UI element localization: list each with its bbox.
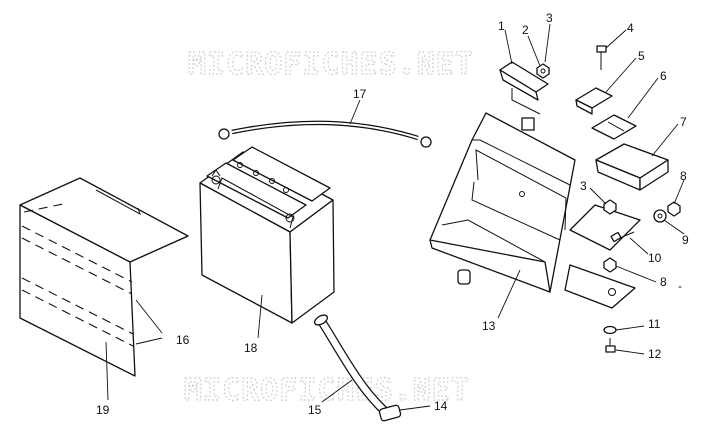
callout-3-middle: 3 (580, 179, 587, 193)
mount-bolt (610, 231, 635, 243)
callout-6: 6 (660, 69, 667, 83)
callout-3-top: 3 (546, 11, 553, 25)
leader-lines (105, 23, 685, 411)
battery-box (429, 112, 641, 309)
callout-8-upper: 8 (680, 169, 687, 183)
nut (536, 63, 550, 79)
callout-4: 4 (627, 21, 634, 35)
terminal-cover (575, 87, 613, 115)
callout-13: 13 (482, 319, 496, 333)
vent-tube (313, 314, 393, 419)
callout-16: 16 (176, 333, 190, 347)
callout-19: 19 (96, 403, 110, 417)
vent-tube-clip (378, 404, 402, 422)
fuse-holder (595, 143, 669, 191)
callout-8-lower-dash: - (678, 279, 682, 293)
battery-cable (218, 120, 432, 148)
callout-2: 2 (522, 23, 529, 37)
bolt (596, 45, 607, 70)
callout-8-lower: 8 (660, 275, 667, 289)
callout-1: 1 (498, 19, 505, 33)
positive-terminal-bracket (499, 61, 549, 115)
callout-18: 18 (244, 341, 258, 355)
watermark-bottom: MICROFICHES.NET (184, 373, 470, 408)
callout-12: 12 (648, 347, 662, 361)
callout-labels: 1 2 3 4 5 6 7 3 8 9 10 8 - 11 12 13 14 1… (96, 11, 689, 417)
callout-9: 9 (682, 233, 689, 247)
callout-14: 14 (434, 399, 448, 413)
callout-15: 15 (308, 403, 322, 417)
watermark-top: MICROFICHES.NET (188, 47, 474, 82)
battery-cover-shield (19, 177, 189, 377)
washer-and-bolt-bottom (603, 325, 617, 353)
callout-10: 10 (648, 251, 662, 265)
callout-11: 11 (648, 317, 661, 331)
callout-17: 17 (353, 87, 367, 101)
callout-5: 5 (638, 49, 645, 63)
battery (199, 146, 335, 324)
terminal-plate (591, 114, 637, 140)
callout-7: 7 (680, 115, 687, 129)
washer-nut-set (603, 199, 681, 273)
